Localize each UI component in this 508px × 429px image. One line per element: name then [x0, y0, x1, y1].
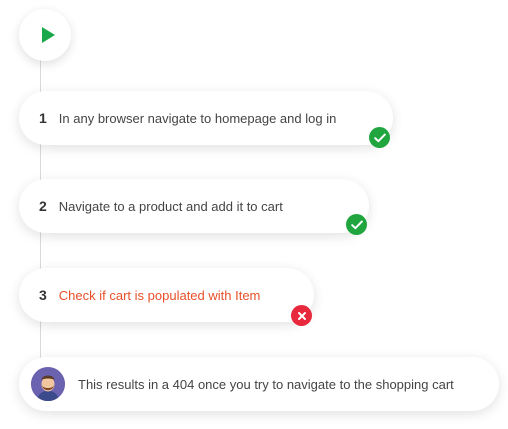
step-text: Navigate to a product and add it to cart	[58, 198, 283, 214]
check-icon	[346, 214, 367, 235]
step-number: 3	[39, 287, 47, 303]
step-number: 2	[39, 198, 47, 214]
comment-bubble: This results in a 404 once you try to na…	[19, 357, 499, 411]
step-1[interactable]: 1 In any browser navigate to homepage an…	[19, 91, 393, 145]
step-number: 1	[39, 110, 47, 126]
step-3[interactable]: 3 Check if cart is populated with Item	[19, 268, 314, 322]
x-icon	[291, 305, 312, 326]
play-button[interactable]	[19, 9, 71, 61]
check-icon	[369, 127, 390, 148]
user-avatar	[31, 367, 65, 401]
step-text: Check if cart is populated with Item	[58, 287, 261, 303]
step-2[interactable]: 2 Navigate to a product and add it to ca…	[19, 179, 369, 233]
comment-text: This results in a 404 once you try to na…	[78, 376, 454, 392]
play-icon	[42, 27, 55, 43]
step-text: In any browser navigate to homepage and …	[58, 110, 337, 126]
